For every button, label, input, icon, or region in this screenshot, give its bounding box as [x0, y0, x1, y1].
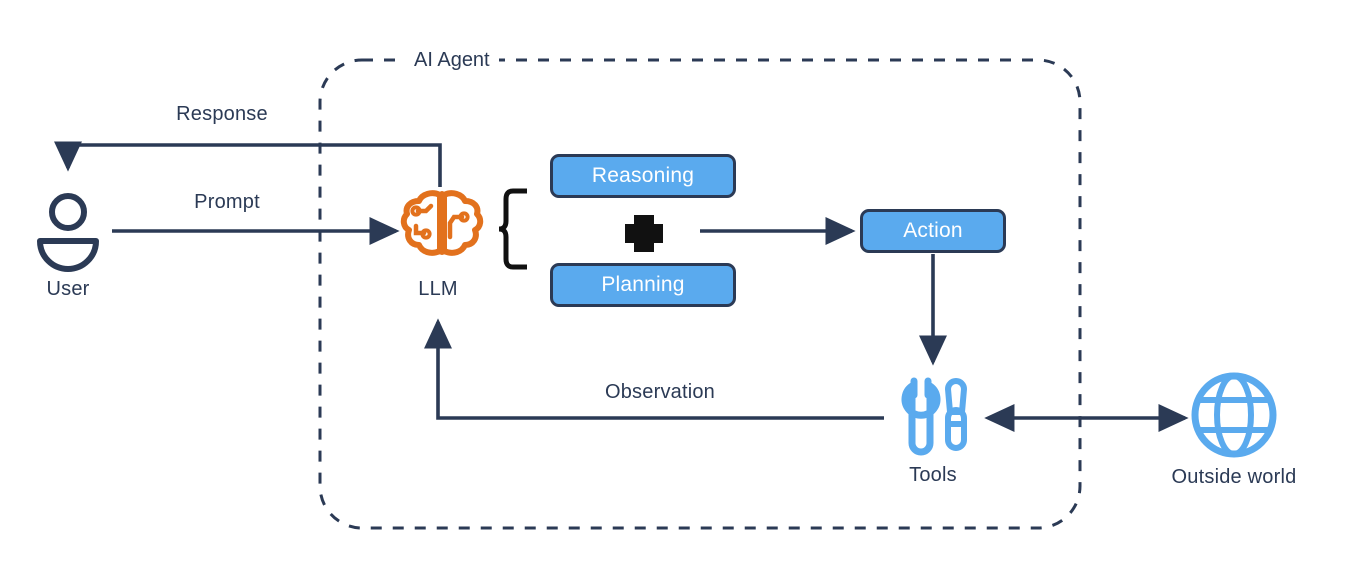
node-planning[interactable]: Planning — [550, 263, 736, 307]
globe-icon — [1191, 372, 1277, 458]
node-label-action: Action — [903, 219, 963, 242]
plus-icon — [625, 215, 663, 252]
node-label-user: User — [46, 278, 90, 300]
edge-observation-line — [423, 318, 884, 420]
node-label-reasoning: Reasoning — [591, 164, 695, 187]
edge-label-prompt: Prompt — [194, 191, 260, 213]
node-label-tools: Tools — [909, 464, 957, 486]
brain-icon — [400, 190, 484, 256]
node-label-llm: LLM — [418, 278, 458, 300]
ai-agent-container-border — [318, 58, 1082, 530]
node-action[interactable]: Action — [860, 209, 1006, 253]
user-icon — [37, 193, 99, 272]
ai-agent-container-label: AI Agent — [405, 50, 499, 70]
node-label-outside-world: Outside world — [1171, 466, 1297, 488]
node-label-planning: Planning — [601, 273, 685, 296]
edge-label-response: Response — [176, 103, 268, 125]
tools-icon — [901, 377, 967, 456]
curly-brace-icon — [498, 188, 527, 270]
node-reasoning[interactable]: Reasoning — [550, 154, 736, 198]
edge-response-line — [53, 141, 442, 187]
edge-label-observation: Observation — [604, 381, 716, 403]
